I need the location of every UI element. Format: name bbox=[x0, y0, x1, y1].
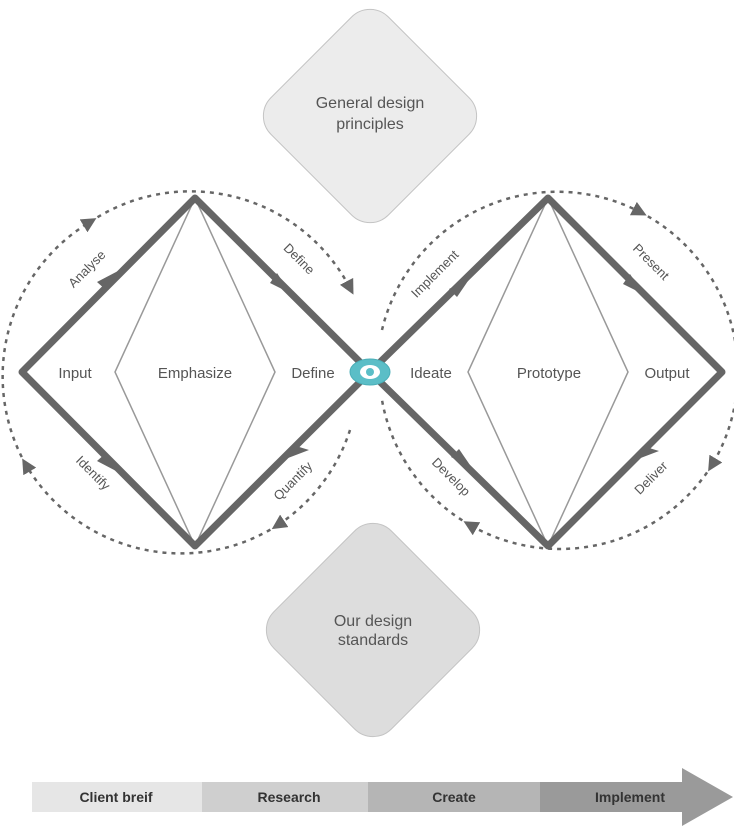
our-design-standards-diamond: Our design standards bbox=[265, 522, 481, 738]
stage-implement: Implement bbox=[595, 789, 665, 805]
arrow-analyse bbox=[97, 271, 118, 290]
general-design-principles-diamond: General design principles bbox=[262, 8, 478, 224]
top-diamond-line2: principles bbox=[336, 116, 404, 133]
bottom-diamond-line2: standards bbox=[338, 632, 408, 649]
node-define: Define bbox=[291, 365, 334, 382]
stage-client-brief: Client breif bbox=[79, 789, 152, 805]
arrow-implement bbox=[449, 278, 470, 297]
arrow-identify bbox=[97, 453, 118, 472]
main-arrowheads bbox=[97, 271, 659, 472]
main-diamond-right bbox=[366, 194, 726, 550]
node-prototype: Prototype bbox=[517, 365, 581, 382]
arrow-develop bbox=[451, 449, 472, 468]
node-input: Input bbox=[58, 365, 92, 382]
eye-icon bbox=[349, 358, 391, 386]
stage-research-bg bbox=[202, 782, 368, 812]
stage-create: Create bbox=[432, 789, 476, 805]
dashed-cycle-right bbox=[380, 190, 734, 551]
node-ideate: Ideate bbox=[410, 365, 452, 382]
stage-implement-bg bbox=[540, 768, 733, 826]
stage-research: Research bbox=[257, 789, 320, 805]
arrow-define bbox=[270, 273, 290, 293]
arrow-present bbox=[623, 274, 643, 294]
node-emphasize: Emphasize bbox=[158, 365, 232, 382]
edge-deliver: Deliver bbox=[631, 458, 671, 498]
top-diamond-line1: General design bbox=[316, 95, 425, 112]
edge-define: Define bbox=[281, 240, 318, 277]
dashed-cycle-left bbox=[1, 190, 354, 555]
stage-client-brief-bg bbox=[32, 782, 202, 812]
stage-arrow-bar: Client breif Research Create Implement bbox=[32, 768, 733, 826]
edge-present: Present bbox=[630, 241, 673, 284]
node-output: Output bbox=[644, 365, 690, 382]
stage-create-bg bbox=[368, 782, 540, 812]
arrow-quantify bbox=[288, 446, 309, 458]
arrow-deliver bbox=[638, 447, 659, 459]
bottom-diamond-line1: Our design bbox=[334, 613, 412, 630]
